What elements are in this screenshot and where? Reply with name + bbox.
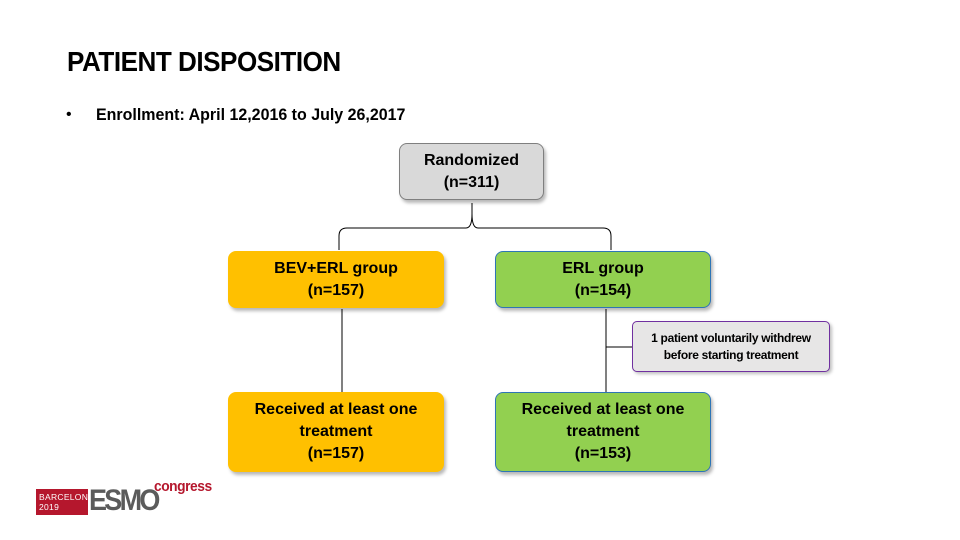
bev-erl-treated-line1: Received at least one (254, 401, 418, 418)
slide-title: PATIENT DISPOSITION (67, 46, 341, 77)
bev-erl-treated-line2: treatment (299, 423, 373, 440)
logo-brand: ESMO (89, 484, 160, 517)
randomized-count: (n=311) (443, 173, 500, 191)
erl-treated-box: Received at least one treatment (n=153) (495, 392, 711, 472)
logo-suffix: congress (154, 478, 212, 495)
logo-city: BARCELONA (39, 492, 95, 502)
erl-treated-line2: treatment (566, 423, 640, 440)
erl-group-label: ERL group (562, 259, 644, 277)
bev-erl-treated-count: (n=157) (307, 445, 365, 462)
bev-erl-group-count: (n=157) (307, 281, 365, 299)
randomized-box: Randomized (n=311) (399, 143, 544, 200)
split-bracket-connector (338, 203, 612, 250)
bev-erl-group-label: BEV+ERL group (274, 259, 398, 277)
withdrawal-note-line2: before starting treatment (663, 347, 799, 362)
randomized-label: Randomized (423, 151, 520, 169)
enrollment-bullet: • Enrollment: April 12,2016 to July 26,2… (66, 105, 425, 125)
erl-treated-count: (n=153) (574, 445, 632, 462)
enrollment-text: Enrollment: April 12,2016 to July 26,201… (96, 105, 406, 124)
erl-group-count: (n=154) (574, 281, 632, 299)
esmo-congress-logo: BARCELONA 2019 ESMO congress (36, 478, 216, 518)
logo-location-badge: BARCELONA 2019 (36, 489, 95, 515)
withdrawal-note-box: 1 patient voluntarily withdrew before st… (632, 321, 830, 372)
bev-erl-treated-box: Received at least one treatment (n=157) (228, 392, 444, 472)
erl-treated-line1: Received at least one (521, 401, 685, 418)
withdrawal-note-line1: 1 patient voluntarily withdrew (651, 330, 811, 345)
erl-group-box: ERL group (n=154) (495, 251, 711, 308)
bullet-dot-icon: • (66, 106, 72, 123)
logo-year: 2019 (39, 502, 60, 512)
bev-erl-group-box: BEV+ERL group (n=157) (228, 251, 444, 308)
